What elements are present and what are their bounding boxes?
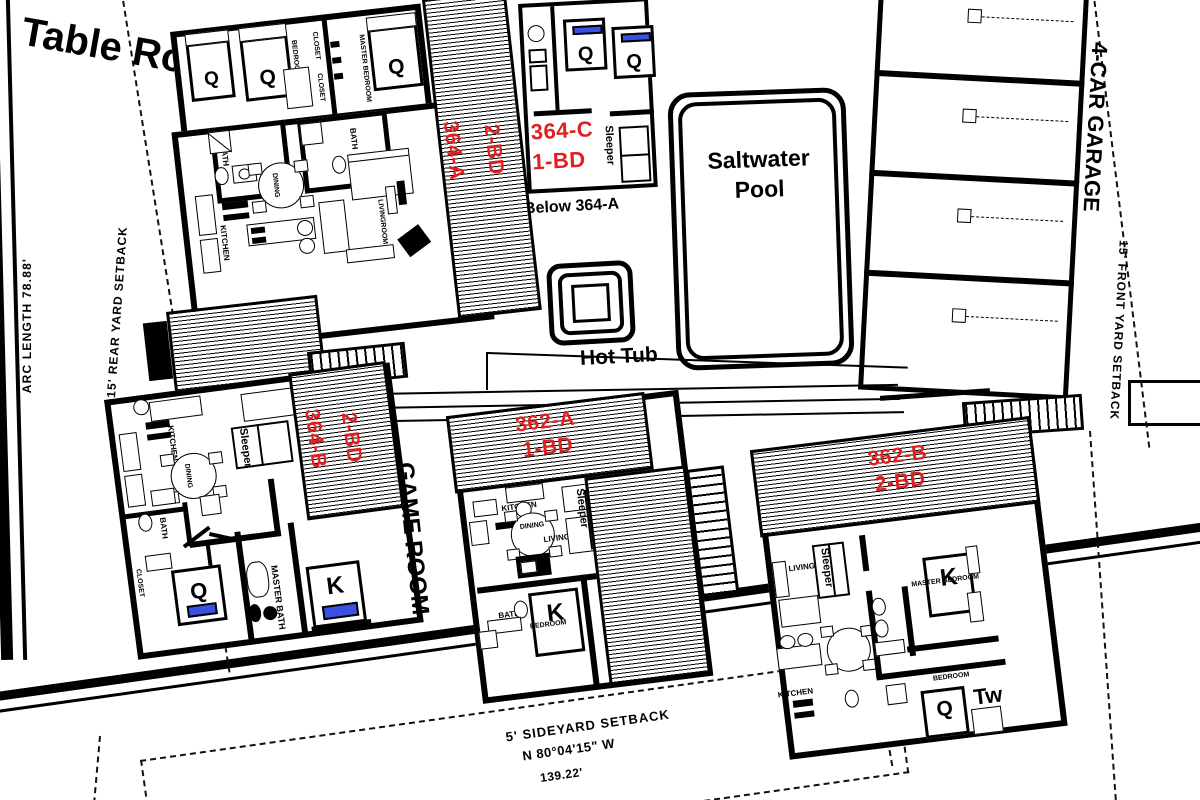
garage-door-2 [962,108,977,124]
sofa-362b [778,595,822,628]
garage-building [858,0,1090,401]
unit-label-364c-beds: 1-BD [531,146,587,175]
walkway-edge-2 [486,352,488,390]
sleeper-label: Sleeper [602,125,617,166]
bed-tag-queen: Q [387,54,406,80]
bed-queen-362b: Q [920,685,970,739]
shower-362b [885,683,908,706]
unit-364c: Q Q Sleeper 364-C 1-BD [518,0,658,194]
bed-tag-king: K [324,571,346,601]
saltwater-pool: Saltwater Pool [667,86,855,372]
shower-icon-2 [299,121,324,146]
bed-queen-364c-1: Q [562,17,608,72]
rear-yard-setback-label: 15' REAR YARD SETBACK [104,225,130,399]
parcel-left-line [85,735,101,800]
shower-364b [199,493,222,517]
bed-tag-queen: Q [203,67,221,91]
arc-length-label: ARC LENGTH 78.88' [20,258,34,394]
bed-tag-queen: Q [625,50,643,74]
bed-queen-364c-2: Q [611,24,657,80]
bed-king-364b: K [305,560,368,629]
shower-362a [478,629,499,650]
site-boundary-right-step-h2 [1128,423,1200,426]
front-yard-setback-line-2 [1089,430,1118,800]
hot-tub [545,259,637,347]
bed-tag-queen: Q [935,696,955,722]
bed-queen-364b: Q [170,564,228,627]
unit-362b: 362-B 2-BD LIVINGROOM Sleeper KITCHEN [749,415,1090,779]
garage-door-1 [967,8,983,24]
site-boundary-right-step [1128,380,1131,426]
bed-queen-364a-master: Q [367,24,424,92]
unit-label-364c-id: 364-C [530,116,594,145]
garage-door-3 [956,208,972,224]
bed-queen-364a-1: Q [185,39,236,102]
unit-364b: KITCHEN DINING Sleeper BATH CLOSET [104,360,438,678]
bed-tag-queen: Q [577,43,595,66]
garage-door-4 [951,308,967,323]
site-boundary-right-step-h [1128,380,1200,383]
